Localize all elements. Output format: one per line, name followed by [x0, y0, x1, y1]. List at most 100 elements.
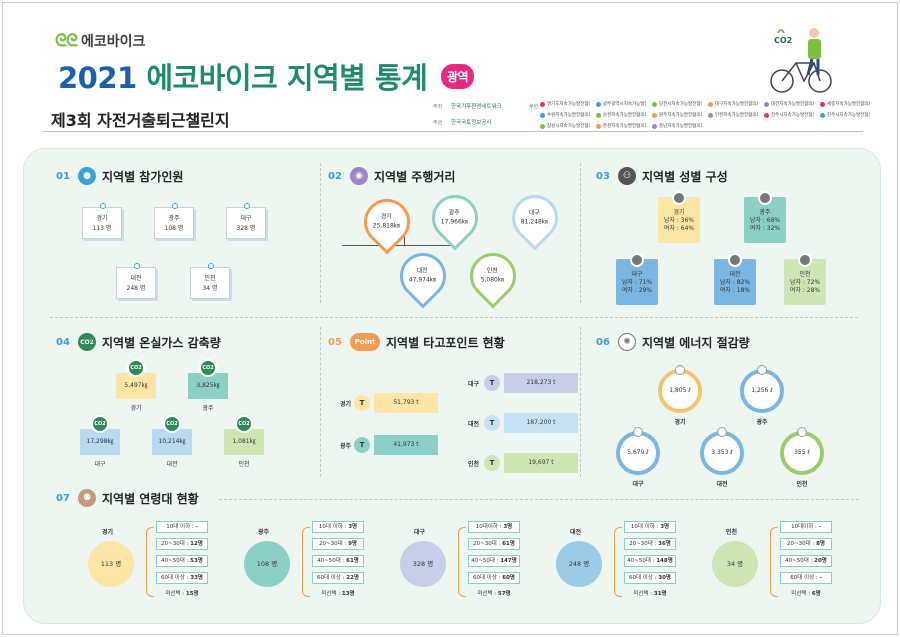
energy-city: 광주 — [756, 419, 768, 426]
participant-value: 34 명 — [202, 285, 218, 292]
gender-female: 여자 : 64% — [663, 225, 695, 232]
divider — [320, 163, 321, 303]
age-value: 53명 — [190, 558, 203, 564]
sponsor-org-name: 충남지속가능발전협의회 — [659, 124, 702, 129]
age-city: 광주 — [258, 529, 270, 536]
divider — [580, 327, 581, 477]
age-total-circle: 108 명 — [244, 541, 290, 587]
gender-male: 남자 : 36% — [663, 217, 695, 224]
age-value: 6명 — [811, 591, 821, 597]
gender-badge-icon — [672, 191, 686, 205]
page-title: 2021 에코바이크 지역별 통계 광역 — [58, 55, 475, 97]
gender-badge-icon — [758, 191, 772, 205]
section-title: 지역별 성별 구성 — [642, 169, 728, 184]
section-number: 03 — [596, 170, 610, 182]
age-label: 미선택 : — [791, 591, 812, 597]
bulb-icon — [797, 427, 807, 437]
age-row: 10대이하 : 3명 — [468, 521, 520, 533]
age-row: 40~50대 : 148명 — [624, 555, 676, 567]
section-number: 04 — [56, 336, 70, 348]
age-row: 60대 이상 : 22명 — [312, 572, 364, 584]
age-label: 20~30대 : — [319, 541, 349, 547]
bulb-icon — [717, 427, 727, 437]
gender-badge-icon — [728, 253, 742, 267]
sponsor-org: 세종지속가능발전협의회 — [820, 101, 870, 107]
age-label: 40~50대 : — [785, 558, 815, 564]
gender-city: 광주 — [759, 209, 771, 216]
pushpin-icon — [208, 263, 214, 269]
age-total-circle: 113 명 — [88, 541, 134, 587]
energy-city: 인천 — [796, 481, 808, 488]
age-row: 20~30대 : 12명 — [156, 538, 208, 550]
distance-value: 25,818㎞ — [372, 222, 400, 230]
sponsor-org-name: 전주시지속가능발전협의회 — [771, 113, 814, 118]
point-icon: Point — [350, 333, 380, 351]
age-value: - — [819, 575, 822, 581]
participant-city: 광주 — [168, 215, 180, 222]
header-divider — [43, 131, 863, 132]
co2-city: 광주 — [202, 405, 214, 412]
org-logo-icon — [820, 101, 825, 107]
age-row: 미선택 : 15명 — [156, 589, 208, 601]
age-value: 3명 — [660, 524, 670, 530]
sponsor-org: 춘천지속가능발전협의회 — [596, 123, 646, 129]
co2-box: 17,298㎏ — [80, 429, 120, 455]
gender-city: 경기 — [673, 209, 685, 216]
age-value: 33명 — [190, 575, 203, 581]
section-co2-header: 04 CO2 지역별 온실가스 감축량 — [56, 333, 221, 351]
sponsor-org: 순천지속가능발전협의회 — [596, 112, 646, 118]
organizer-block: 주최 한국기후환경네트워크 주관 한국국토정보공사 후원 경기도지속가능발전협의… — [433, 99, 873, 133]
sponsor-org-name: 경기도지속가능발전협의회 — [547, 102, 590, 107]
age-label: 40~50대 : — [317, 558, 347, 564]
participant-city: 인천 — [204, 275, 216, 282]
page-subtitle: 제3회 자전거출퇴근챌린지 — [51, 111, 230, 130]
age-total-circle: 34 명 — [712, 541, 758, 587]
pushpin-icon — [172, 203, 178, 209]
gender-city: 대전 — [729, 271, 741, 278]
gender-icon: ⚇ — [618, 167, 636, 185]
org-logo-icon — [764, 112, 769, 118]
sponsor-org-name: 수원지속가능발전협의회 — [547, 113, 590, 118]
age-label: 60대 이상 : — [790, 575, 820, 581]
age-value: 9명 — [348, 541, 357, 547]
age-row: 60대 이상 : 30명 — [624, 572, 676, 584]
cyclist-illustration-icon: CO2 — [770, 28, 832, 93]
gender-female: 여자 : 29% — [621, 287, 653, 294]
age-row: 60대 이상 : - — [780, 572, 832, 584]
age-label: 10대 이하 : — [318, 524, 349, 530]
age-value: 15명 — [185, 591, 199, 597]
points-city: 인천 — [468, 461, 480, 468]
distance-city: 인천 — [486, 267, 498, 275]
section-age-header: 07 ⚉ 지역별 연령대 현황 — [56, 489, 199, 507]
age-total-circle: 248 명 — [556, 541, 602, 587]
age-label: 미선택 : — [633, 591, 654, 597]
age-value: 3명 — [503, 524, 513, 530]
connector-line — [404, 235, 405, 245]
age-value: 3명 — [348, 524, 358, 530]
points-city: 광주 — [340, 443, 352, 450]
co2-city: 경기 — [130, 405, 142, 412]
brand-logo: ᘓᘓ 에코바이크 — [55, 31, 145, 51]
age-city: 인천 — [726, 529, 738, 536]
connector-line — [342, 245, 452, 246]
age-row: 40~50대 : 147명 — [468, 555, 520, 567]
section-title: 지역별 에너지 절감량 — [642, 335, 750, 350]
age-label: 10대 이하 : — [166, 524, 196, 530]
section-number: 06 — [596, 336, 610, 348]
points-value: 41,973 t — [374, 435, 438, 455]
age-row: 20~30대 : 9명 — [312, 538, 364, 550]
participant-value: 248 명 — [126, 285, 146, 292]
distance-value: 47,974㎞ — [408, 276, 436, 284]
age-row: 10대 이하 : 3명 — [312, 521, 364, 533]
bulb-icon — [633, 427, 643, 437]
sponsor-org-name: 원주지속가능발전협의회 — [659, 113, 702, 118]
org-logo-icon — [652, 123, 657, 129]
bulb-icon — [757, 365, 767, 375]
gender-city: 대구 — [631, 271, 643, 278]
